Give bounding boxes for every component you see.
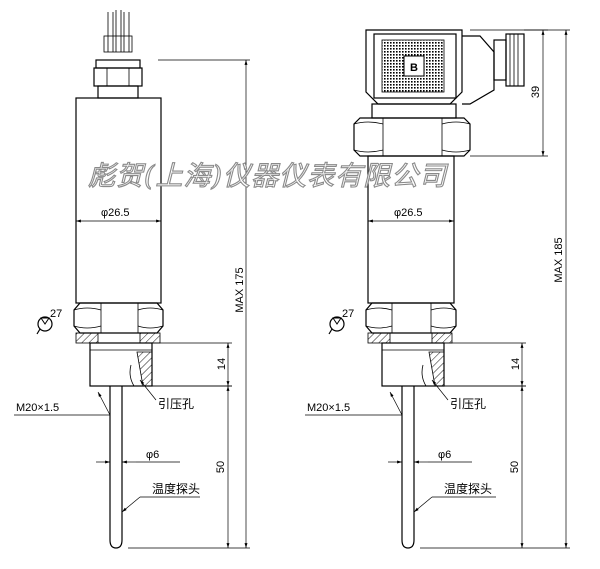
thread-spec-label: M20×1.5 <box>16 402 59 414</box>
probe-label: 温度探头 <box>152 481 200 496</box>
pressure-port-label: 引压孔 <box>450 397 486 411</box>
body-diameter-label: φ26.5 <box>394 207 423 219</box>
left-sensor-view: 27 φ26.5 MAX 175 14 M20×1.5 引压孔 φ6 50 <box>14 10 250 549</box>
seal-hatch-left <box>367 332 391 344</box>
wrench-icon <box>36 316 53 335</box>
cable-gland <box>93 59 143 99</box>
probe-diameter-label: φ6 <box>146 449 159 461</box>
right-sensor-view: B <box>305 29 570 549</box>
wrench-size-label: 27 <box>50 308 62 320</box>
seal-hatch-left <box>75 332 99 344</box>
hex-nut <box>73 302 164 334</box>
temperature-probe <box>109 386 123 549</box>
company-watermark: 彪贺(上海)仪器仪表有限公司 <box>88 161 449 192</box>
thread-spec-label: M20×1.5 <box>307 402 350 414</box>
body-diameter-label: φ26.5 <box>101 207 130 219</box>
thread-section <box>381 342 445 387</box>
thread-length-label: 14 <box>216 358 228 370</box>
pressure-port-label: 引压孔 <box>158 397 194 411</box>
wrench-icon <box>328 316 345 335</box>
sensor-body <box>75 97 162 304</box>
max-length-label: MAX 175 <box>234 267 246 312</box>
seal-hatch-right <box>139 332 161 344</box>
seal-hatch-right <box>431 332 453 344</box>
hex-nut <box>365 302 457 334</box>
probe-diameter-label: φ6 <box>438 449 451 461</box>
probe-length-label: 50 <box>509 461 521 473</box>
temperature-probe <box>401 386 415 549</box>
upper-hex-nut <box>353 117 471 157</box>
wrench-size-label: 27 <box>342 308 354 320</box>
connector-height-label: 39 <box>530 86 542 98</box>
din-connector: B <box>365 29 525 119</box>
connector-letter: B <box>410 62 418 74</box>
cable-wires <box>103 10 133 53</box>
probe-length-label: 50 <box>215 461 227 473</box>
max-length-label: MAX 185 <box>553 237 565 282</box>
thread-length-label: 14 <box>510 358 522 370</box>
thread-section <box>89 342 153 387</box>
probe-label: 温度探头 <box>444 481 492 496</box>
